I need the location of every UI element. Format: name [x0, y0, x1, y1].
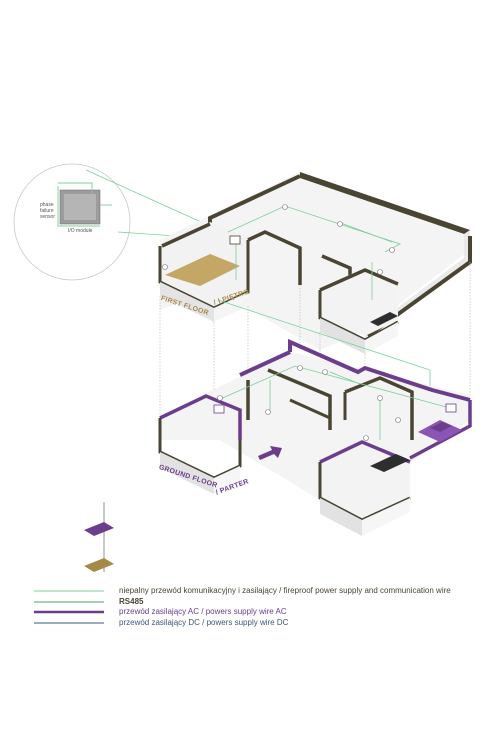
first-floor — [158, 172, 472, 354]
legend-ac-wire: przewód zasilający AC / powers supply wi… — [119, 607, 287, 616]
legend-dc-wire: przewód zasilający DC / powers supply wi… — [119, 618, 289, 627]
legend-lines — [34, 590, 104, 624]
detail-zoom — [13, 163, 131, 281]
legend-fireproof-wire: niepalny przewód komunikacyjny i zasilaj… — [119, 586, 451, 595]
sensor-label-2: failure — [40, 208, 54, 214]
sensor-label-3: sensor — [40, 214, 56, 220]
sensor-label-1: phase — [40, 202, 54, 208]
ground-floor — [158, 338, 472, 536]
legend-rs485: RS485 — [119, 597, 144, 606]
module-label: I/O module — [68, 228, 93, 234]
level-markers — [84, 502, 114, 572]
